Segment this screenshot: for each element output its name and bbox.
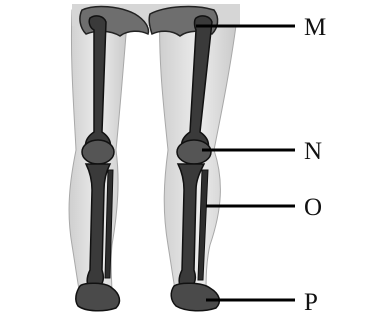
label-o: O <box>304 194 322 221</box>
left-kneecap <box>82 140 114 164</box>
left-foot-bones <box>76 283 120 311</box>
label-p: P <box>304 289 318 316</box>
feet <box>76 283 220 311</box>
right-foot-bones <box>171 283 219 311</box>
right-kneecap <box>177 140 211 164</box>
labels: M N O P <box>304 14 326 316</box>
knees <box>82 140 211 164</box>
label-n: N <box>304 138 322 165</box>
label-m: M <box>304 14 326 41</box>
